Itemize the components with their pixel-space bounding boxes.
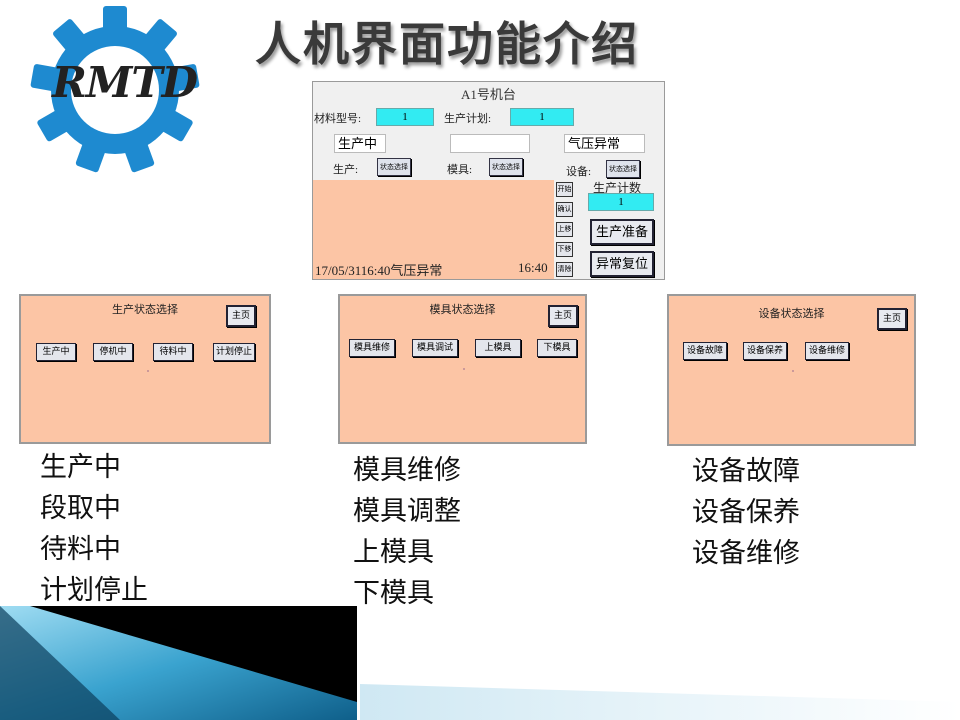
equipment-status-list: 设备故障 设备保养 设备维修 <box>692 451 800 574</box>
status-time: 16:40 <box>518 260 548 275</box>
count-field: 1 <box>588 193 654 211</box>
alarm-reset-button[interactable]: 异常复位 <box>590 251 654 277</box>
production-label: 生产: <box>333 164 359 176</box>
option-equipment-maintenance[interactable]: 设备保养 <box>743 342 787 360</box>
plan-label: 生产计划: <box>444 113 492 125</box>
home-button[interactable]: 主页 <box>226 305 256 327</box>
production-select-button[interactable]: 状态选择 <box>377 158 411 176</box>
list-item: 段取中 <box>40 493 121 524</box>
option-stopped[interactable]: 停机中 <box>93 343 133 361</box>
option-equipment-fault[interactable]: 设备故障 <box>683 342 727 360</box>
decorative-footer-shapes <box>0 606 960 720</box>
production-status-field: 生产中 <box>334 134 386 153</box>
option-mold-unload[interactable]: 下模具 <box>537 339 577 357</box>
production-status-list: 生产中 段取中 待料中 计划停止 <box>40 447 148 611</box>
list-item: 计划停止 <box>40 575 148 606</box>
equipment-status-field: 气压异常 <box>564 134 645 153</box>
cursor-dot <box>147 370 149 372</box>
mold-label: 模具: <box>447 164 473 176</box>
machine-title: A1号机台 <box>461 87 516 102</box>
list-item: 待料中 <box>40 534 121 565</box>
status-line: 17/05/3116:40气压异常 <box>315 263 443 278</box>
option-plan-stop[interactable]: 计划停止 <box>213 343 255 361</box>
rmtd-gear-logo <box>30 6 200 173</box>
list-item: 设备维修 <box>692 538 800 569</box>
list-item: 模具调整 <box>353 496 461 527</box>
slide-title: 人机界面功能介绍 <box>255 17 639 71</box>
mold-status-panel: 模具状态选择 主页 模具维修 模具调试 上模具 下模具 <box>338 294 587 444</box>
count-label: 生产计数 <box>593 181 642 195</box>
option-equipment-repair[interactable]: 设备维修 <box>805 342 849 360</box>
option-mold-debug[interactable]: 模具调试 <box>412 339 458 357</box>
list-item: 模具维修 <box>353 455 461 486</box>
mold-status-list: 模具维修 模具调整 上模具 下模具 <box>353 450 461 614</box>
option-waiting-material[interactable]: 待料中 <box>153 343 193 361</box>
equipment-label: 设备: <box>566 166 592 178</box>
mold-select-button[interactable]: 状态选择 <box>489 158 523 176</box>
panel-title: 设备状态选择 <box>758 307 825 320</box>
equipment-status-panel: 设备状态选择 主页 设备故障 设备保养 设备维修 <box>667 294 916 446</box>
mold-status-field <box>450 134 530 153</box>
panel-title: 生产状态选择 <box>112 303 178 316</box>
equipment-select-button[interactable]: 状态选择 <box>606 160 640 178</box>
side-button-clear[interactable]: 清除 <box>556 262 573 277</box>
production-status-panel: 生产状态选择 主页 生产中 停机中 待料中 计划停止 <box>19 294 271 444</box>
material-label: 材料型号: <box>314 113 362 125</box>
home-button[interactable]: 主页 <box>877 308 907 330</box>
plan-field[interactable]: 1 <box>510 108 574 126</box>
panel-title: 模具状态选择 <box>429 303 496 316</box>
list-item: 下模具 <box>353 578 434 609</box>
list-item: 设备故障 <box>692 456 800 487</box>
message-area: 17/05/3116:40气压异常 16:40 <box>313 180 554 279</box>
list-item: 生产中 <box>40 452 121 483</box>
side-button-start[interactable]: 开始 <box>556 182 573 197</box>
option-mold-load[interactable]: 上模具 <box>475 339 521 357</box>
hmi-main-screen: A1号机台 材料型号: 1 生产计划: 1 生产中 气压异常 生产: 状态选择 … <box>312 81 665 280</box>
list-item: 上模具 <box>353 537 434 568</box>
option-producing[interactable]: 生产中 <box>36 343 76 361</box>
option-mold-repair[interactable]: 模具维修 <box>349 339 395 357</box>
home-button[interactable]: 主页 <box>548 305 578 327</box>
logo-text: RMTD <box>52 58 198 107</box>
production-prepare-button[interactable]: 生产准备 <box>590 219 654 245</box>
cursor-dot <box>463 368 465 370</box>
side-button-up[interactable]: 上移 <box>556 222 573 237</box>
side-button-confirm[interactable]: 确认 <box>556 202 573 217</box>
list-item: 设备保养 <box>692 497 800 528</box>
side-button-down[interactable]: 下移 <box>556 242 573 257</box>
cursor-dot <box>792 370 794 372</box>
material-field[interactable]: 1 <box>376 108 434 126</box>
